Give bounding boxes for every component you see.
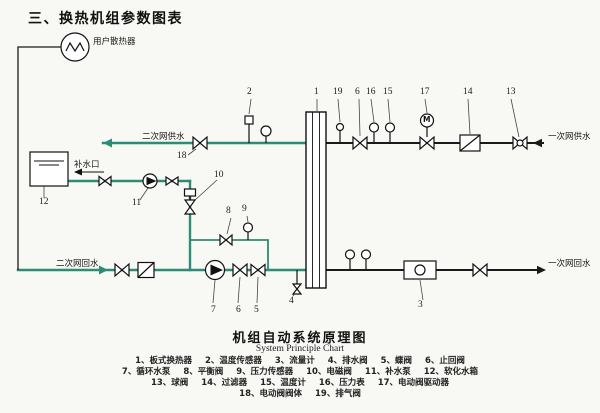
callout-12: 12: [39, 197, 49, 207]
check-valve-symbol: [165, 175, 179, 187]
heat-exchanger-symbol: [305, 111, 327, 289]
legend-item: 8、平衡阀: [183, 367, 224, 377]
legend-item: 18、电动阀阀体: [239, 389, 303, 399]
check-valve-symbol: [352, 135, 368, 151]
check-valve-symbol: [232, 262, 248, 278]
water-tank-symbol: [29, 151, 69, 187]
thermometer-symbol: [344, 249, 356, 260]
legend-item: 5、蝶阀: [380, 356, 413, 366]
footer-subtitle: System Principle Chart: [255, 344, 345, 354]
valve-symbol: [114, 262, 130, 278]
legend-item: 10、电磁阀: [306, 367, 352, 377]
legend-item: 3、流量计: [274, 356, 315, 366]
callout-9: 9: [242, 204, 247, 214]
callout-7: 7: [211, 305, 216, 315]
air-vent-symbol: [335, 122, 345, 132]
pressure-gauge-symbol: [360, 249, 372, 260]
primary-pipes: [326, 142, 544, 271]
valve-symbol: [472, 262, 488, 278]
pipe-label-primary-supply: 一次网供水: [548, 132, 591, 142]
callout-6-supply: 6: [355, 87, 360, 97]
motor-valve-symbol: [419, 135, 435, 151]
legend-item: 12、软化水箱: [423, 367, 479, 377]
flow-arrows-primary: [533, 138, 546, 275]
callout-4: 4: [289, 296, 294, 306]
callout-10: 10: [214, 170, 224, 180]
motor-letter: M: [423, 115, 431, 124]
motor-actuator-symbol: [419, 113, 435, 128]
legend-item: 16、压力表: [318, 378, 365, 388]
legend-item: 6、止回阀: [425, 356, 465, 366]
flow-arrows-secondary: [99, 138, 112, 275]
legend-item: 17、电动阀驱动器: [377, 378, 450, 388]
component-symbols: [29, 32, 528, 295]
callout-13: 13: [506, 87, 516, 97]
valve-symbol: [98, 175, 112, 187]
page-title: 三、换热机组参数图表: [28, 11, 183, 27]
radiator-label: 用户散热器: [93, 37, 136, 47]
legend-item: 4、排水阀: [327, 356, 368, 366]
gauge-symbol: [260, 125, 272, 137]
callout-18: 18: [177, 151, 187, 161]
user-loop-pipe: [17, 46, 61, 270]
legend-item: 15、温度计: [260, 378, 306, 388]
pipe-label-secondary-return: 二次网回水: [56, 259, 99, 269]
callout-5: 5: [254, 305, 259, 315]
footer-title: 机组自动系统原理图: [232, 331, 368, 346]
legend-item: 11、补水泵: [364, 367, 411, 377]
makeup-inlet-arrow: [74, 168, 82, 176]
callout-1: 1: [314, 87, 319, 97]
butterfly-valve-symbol: [250, 263, 266, 277]
callout-8: 8: [226, 206, 231, 216]
pipe-label-primary-return: 一次网回水: [548, 259, 591, 269]
callout-19: 19: [333, 87, 343, 97]
callout-16: 16: [366, 87, 376, 97]
legend-item: 14、过滤器: [201, 378, 248, 388]
radiator-symbol: [60, 32, 90, 62]
drain-valve-symbol: [291, 283, 303, 295]
callout-14: 14: [463, 87, 473, 97]
legend-block: 1、板式换热器 2、温度传感器 3、流量计 4、排水阀 5、蝶阀 6、止回阀 7…: [0, 356, 600, 400]
legend-item: 9、压力传感器: [236, 367, 294, 377]
legend-row-4: 18、电动阀阀体 19、排气阀: [0, 389, 600, 400]
solenoid-valve-symbol: [183, 188, 197, 197]
callout-3: 3: [418, 300, 423, 310]
legend-row-3: 13、球阀 14、过滤器 15、温度计 16、压力表 17、电动阀驱动器: [0, 378, 600, 389]
legend-row-2: 7、循环水泵 8、平衡阀 9、压力传感器 10、电磁阀 11、补水泵 12、软化…: [0, 367, 600, 378]
thermometer-symbol: [368, 122, 380, 133]
callout-6-return: 6: [236, 305, 241, 315]
callout-15: 15: [383, 87, 393, 97]
pressure-sensor-symbol: [242, 222, 254, 233]
pipe-label-secondary-supply: 二次网供水: [142, 132, 185, 142]
makeup-inlet-label: 补水口: [74, 160, 100, 170]
pressure-gauge-symbol: [384, 122, 396, 133]
legend-item: 1、板式换热器: [135, 356, 192, 366]
legend-row-1: 1、板式换热器 2、温度传感器 3、流量计 4、排水阀 5、蝶阀 6、止回阀: [0, 356, 600, 367]
electric-valve-body-symbol: [192, 135, 208, 151]
legend-item: 13、球阀: [150, 378, 189, 388]
balance-valve-symbol: [219, 233, 233, 247]
temp-sensor-symbol: [244, 115, 254, 125]
callout-11: 11: [132, 198, 142, 208]
leader-lines: [43, 98, 520, 304]
callout-2: 2: [247, 87, 252, 97]
callout-17: 17: [420, 87, 430, 97]
legend-item: 2、温度传感器: [204, 356, 262, 366]
legend-item: 7、循环水泵: [121, 367, 171, 377]
legend-item: 19、排气阀: [314, 389, 361, 399]
